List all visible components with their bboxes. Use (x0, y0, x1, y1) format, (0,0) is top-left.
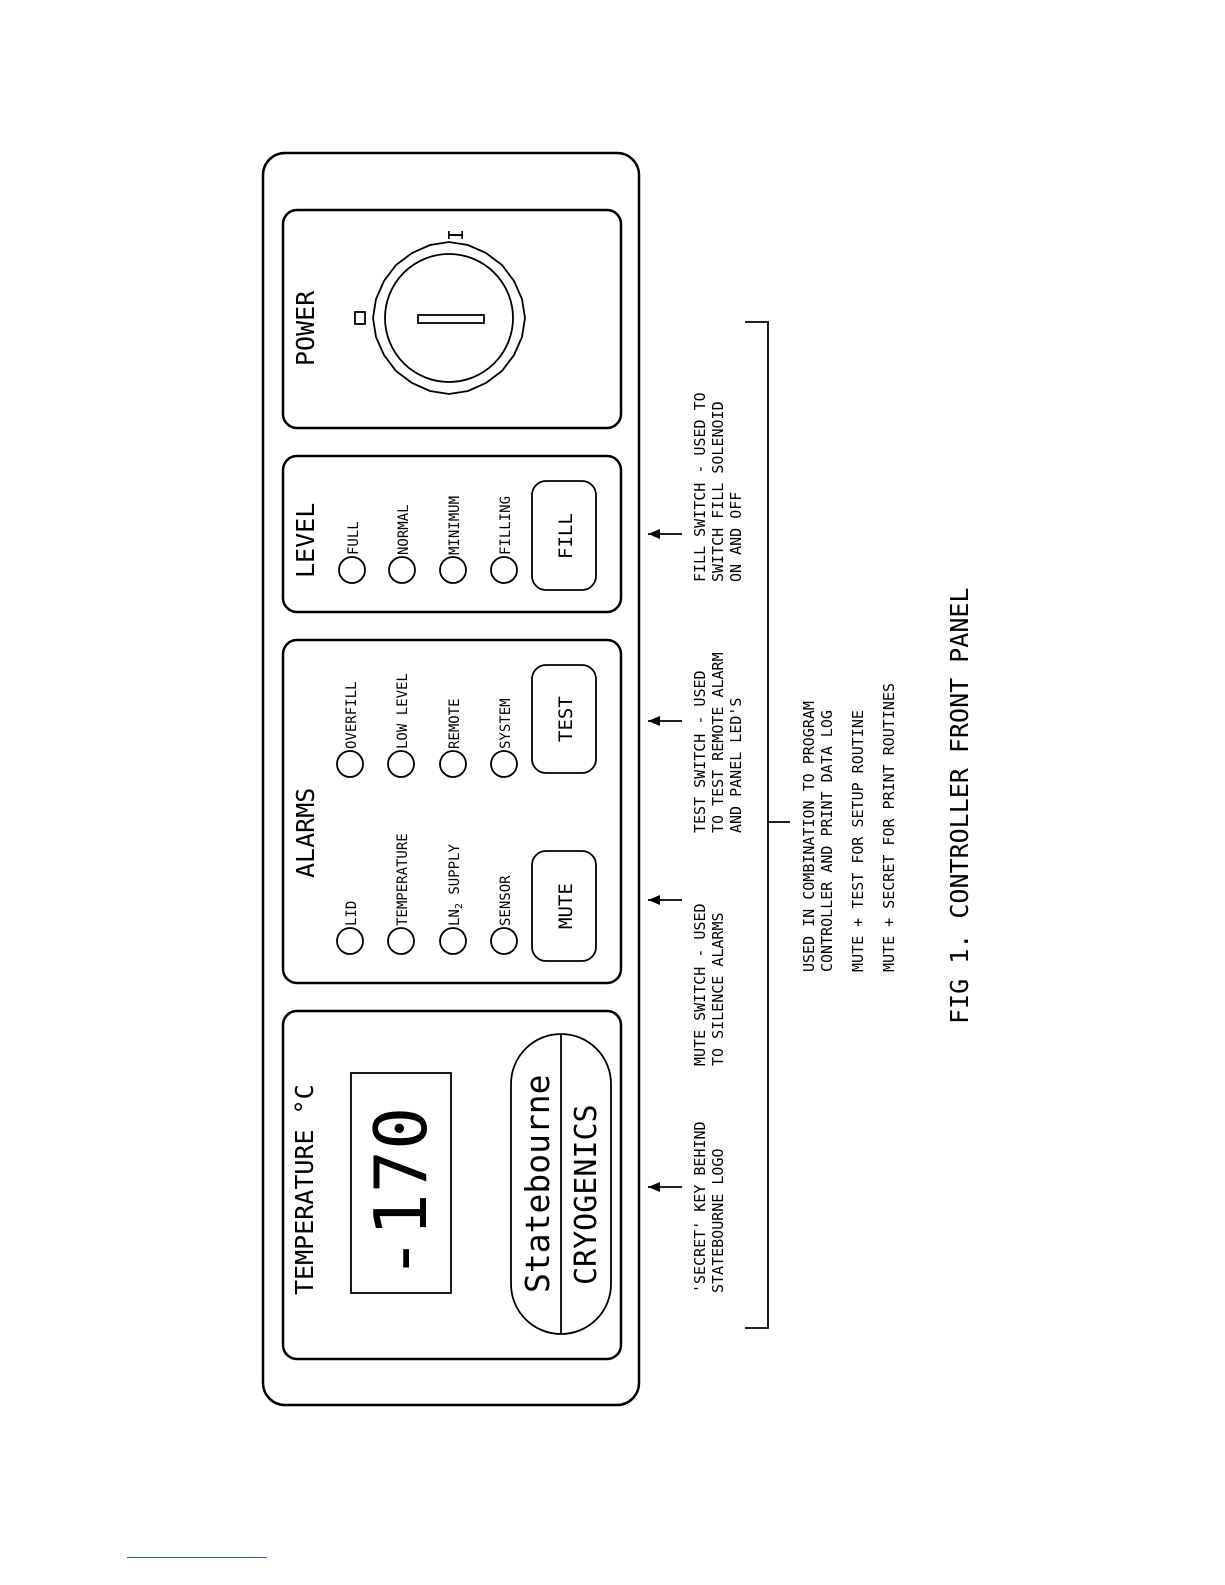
statebourne-logo[interactable] (510, 1033, 612, 1335)
mute-button[interactable] (531, 850, 597, 962)
led-label-remote: REMOTE (447, 698, 463, 749)
power-title: POWER (291, 290, 320, 366)
led-ln2-supply (439, 927, 467, 955)
led-minimum (439, 556, 467, 584)
led-label-filling: FILLING (498, 496, 514, 555)
power-knob-bezel[interactable] (372, 241, 526, 395)
led-label-overfill: OVERFILL (344, 682, 360, 749)
note-combination: USED IN COMBINATION TO PROGRAM CONTROLLE… (800, 692, 836, 972)
power-on-symbol: I (444, 229, 468, 241)
power-knob-indicator (417, 314, 485, 324)
led-label-system: SYSTEM (498, 698, 514, 749)
combination-bracket (745, 321, 769, 1329)
led-remote (439, 750, 467, 778)
arrow-test-head (648, 716, 660, 726)
test-button[interactable] (531, 664, 597, 774)
logo-line1: Statebourne (518, 1074, 557, 1293)
led-overfill (336, 750, 364, 778)
led-label-lid: LID (344, 901, 360, 926)
power-section (281, 208, 623, 430)
note-setup-routine: MUTE + TEST FOR SETUP ROUTINE (849, 710, 867, 972)
alarms-title: ALARMS (291, 788, 320, 878)
led-normal (388, 556, 416, 584)
temperature-title: TEMPERATURE °C (290, 1084, 319, 1295)
led-lid (336, 927, 364, 955)
led-label-low-level: LOW LEVEL (395, 673, 411, 749)
led-filling (490, 556, 518, 584)
led-label-sensor: SENSOR (498, 875, 514, 926)
arrow-secret-head (648, 1182, 660, 1192)
power-knob[interactable] (384, 253, 514, 383)
temperature-display (350, 1072, 452, 1294)
led-low-level (387, 750, 415, 778)
note-test: TEST SWITCH - USED TO TEST REMOTE ALARM … (691, 643, 745, 833)
led-label-temperature: TEMPERATURE (395, 833, 411, 926)
logo-line2: CRYOGENICS (569, 1104, 604, 1285)
led-label-full: FULL (346, 521, 362, 555)
led-label-normal: NORMAL (396, 504, 412, 555)
note-fill: FILL SWITCH - USED TO SWITCH FILL SOLENO… (691, 383, 745, 582)
fill-button-label: FILL (555, 513, 577, 559)
figure-caption: FIG 1. CONTROLLER FRONT PANEL (945, 588, 974, 1025)
note-print-routines: MUTE + SECRET FOR PRINT ROUTINES (880, 683, 898, 972)
led-temperature (387, 927, 415, 955)
led-system (490, 750, 518, 778)
power-off-symbol (354, 311, 366, 325)
led-full (338, 556, 366, 584)
arrow-mute-head (648, 895, 660, 905)
mute-button-label: MUTE (555, 883, 577, 929)
footnote-separator (127, 1557, 267, 1558)
note-secret: 'SECRET' KEY BEHIND STATEBOURNE LOGO (691, 1112, 727, 1293)
led-sensor (490, 927, 518, 955)
level-title: LEVEL (291, 503, 320, 578)
led-label-minimum: MINIMUM (447, 496, 463, 555)
alarms-section (281, 638, 623, 985)
fill-button[interactable] (531, 480, 597, 591)
note-mute: MUTE SWITCH - USED TO SILENCE ALARMS (691, 894, 727, 1066)
temperature-section (281, 1009, 623, 1361)
led-label-ln2-supply: LN2 SUPPLY (447, 844, 465, 926)
level-section (281, 454, 623, 614)
arrow-fill-head (648, 529, 660, 539)
temperature-value: -170 (359, 1107, 443, 1280)
panel-outline (261, 151, 641, 1407)
test-button-label: TEST (555, 696, 577, 742)
